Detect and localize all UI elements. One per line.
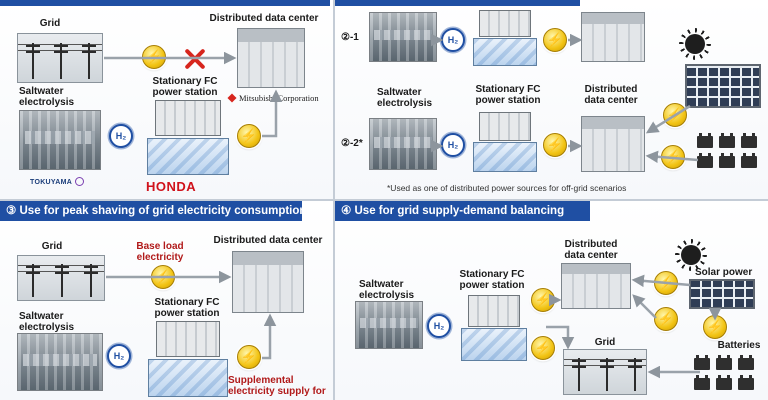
electricity-icon: ⚡ bbox=[543, 133, 567, 157]
base-load-label: Base load electricity bbox=[136, 241, 184, 263]
panel-2-header bbox=[335, 0, 580, 6]
tower bbox=[600, 358, 614, 391]
blocked-cross-icon bbox=[184, 48, 206, 70]
battery-icon bbox=[694, 375, 710, 390]
battery-icon bbox=[738, 375, 754, 390]
battery-icon bbox=[716, 355, 732, 370]
electricity-icon: ⚡ bbox=[654, 307, 678, 331]
grid-image bbox=[17, 33, 103, 83]
data-center-label: Distributed data center bbox=[213, 235, 323, 246]
electrolysis-image bbox=[369, 118, 437, 170]
panel-3: ③ Use for peak shaving of grid electrici… bbox=[0, 201, 333, 400]
battery-icon bbox=[697, 153, 713, 168]
step-2-1-label: ②-1 bbox=[341, 32, 359, 43]
electrolysis-label: Saltwater electrolysis bbox=[359, 279, 415, 301]
fc-station-label: Stationary FC power station bbox=[475, 84, 541, 106]
honda-logo: HONDA bbox=[146, 179, 197, 194]
tower bbox=[628, 358, 642, 391]
electrolysis-image bbox=[355, 301, 423, 349]
grid-label: Grid bbox=[39, 18, 61, 29]
electricity-icon: ⚡ bbox=[661, 145, 685, 169]
grid-label: Grid bbox=[594, 337, 616, 348]
fc-station-image bbox=[147, 100, 229, 175]
electricity-icon: ⚡ bbox=[237, 345, 261, 369]
batteries-image bbox=[692, 354, 758, 396]
electrolysis-label: Saltwater electrolysis bbox=[19, 86, 75, 108]
solar-panel-image bbox=[685, 64, 761, 108]
electrolysis-image bbox=[369, 12, 437, 62]
data-center-label: Distributed data center bbox=[564, 239, 618, 261]
battery-icon bbox=[697, 133, 713, 148]
battery-icon bbox=[738, 355, 754, 370]
electricity-icon: ⚡ bbox=[151, 265, 175, 289]
hydrogen-icon: H₂ bbox=[107, 344, 131, 368]
divider-vertical bbox=[333, 0, 335, 400]
electrolysis-label: Saltwater electrolysis bbox=[19, 311, 75, 333]
panel-3-header: ③ Use for peak shaving of grid electrici… bbox=[0, 201, 302, 221]
data-center-label: Distributed data center bbox=[584, 84, 638, 106]
tower bbox=[55, 264, 69, 297]
battery-icon bbox=[694, 355, 710, 370]
grid-label: Grid bbox=[41, 241, 63, 252]
fc-station-label: Stationary FC power station bbox=[152, 76, 218, 98]
fc-station-image bbox=[461, 295, 527, 361]
supplemental-label: Supplemental electricity supply for bbox=[228, 375, 326, 397]
fc-station-label: Stationary FC power station bbox=[154, 297, 220, 319]
data-center-image bbox=[237, 28, 305, 88]
panel-1: Grid ⚡ Distributed data center Mitsubish… bbox=[0, 0, 333, 199]
battery-icon bbox=[716, 375, 732, 390]
hydrogen-icon: H₂ bbox=[427, 314, 451, 338]
electricity-icon: ⚡ bbox=[237, 124, 261, 148]
tower bbox=[572, 358, 586, 391]
panel-1-header bbox=[0, 0, 330, 6]
panel-4: ④ Use for grid supply-demand balancing D… bbox=[335, 201, 768, 400]
tower bbox=[26, 43, 40, 79]
electricity-icon: ⚡ bbox=[543, 28, 567, 52]
panel-4-header: ④ Use for grid supply-demand balancing bbox=[335, 201, 590, 221]
hydrogen-icon: H₂ bbox=[441, 133, 465, 157]
tower bbox=[54, 43, 68, 79]
fc-station-image bbox=[473, 10, 537, 66]
electricity-icon: ⚡ bbox=[703, 315, 727, 339]
solar-panel-image bbox=[689, 279, 755, 309]
data-center-image bbox=[561, 263, 631, 309]
electricity-icon: ⚡ bbox=[142, 45, 166, 69]
tower bbox=[26, 264, 40, 297]
hydrogen-icon: H₂ bbox=[441, 28, 465, 52]
batteries-label: Batteries bbox=[717, 340, 761, 351]
solar-power-label: Solar power bbox=[695, 267, 753, 278]
fc-station-label: Stationary FC power station bbox=[459, 269, 525, 291]
battery-icon bbox=[741, 153, 757, 168]
mitsubishi-logo: Mitsubishi Corporation bbox=[227, 93, 319, 103]
electricity-icon: ⚡ bbox=[654, 271, 678, 295]
electrolysis-image bbox=[19, 110, 101, 170]
off-grid-footnote: *Used as one of distributed power source… bbox=[387, 183, 627, 193]
panel-2: ②-1 H₂ ⚡ Saltwater electrolysis Stationa… bbox=[335, 0, 768, 199]
hydrogen-icon: H₂ bbox=[109, 124, 133, 148]
step-2-2-label: ②-2* bbox=[341, 138, 363, 149]
tokuyama-logo: TOKUYAMA bbox=[30, 177, 85, 186]
divider-horizontal bbox=[0, 199, 768, 201]
electricity-icon: ⚡ bbox=[663, 103, 687, 127]
grid-image bbox=[17, 255, 105, 301]
data-center-label: Distributed data center bbox=[209, 13, 319, 24]
batteries-image bbox=[697, 132, 759, 182]
tower bbox=[82, 43, 96, 79]
fc-station-image bbox=[148, 321, 228, 397]
data-center-image bbox=[581, 116, 645, 172]
electricity-icon: ⚡ bbox=[531, 288, 555, 312]
sun-icon bbox=[685, 34, 705, 54]
electrolysis-image bbox=[17, 333, 103, 391]
electricity-icon: ⚡ bbox=[531, 336, 555, 360]
data-center-image bbox=[581, 12, 645, 62]
sun-icon bbox=[681, 245, 701, 265]
data-center-image bbox=[232, 251, 304, 313]
battery-icon bbox=[719, 133, 735, 148]
battery-icon bbox=[719, 153, 735, 168]
tower bbox=[84, 264, 98, 297]
fc-station-image bbox=[473, 112, 537, 172]
electrolysis-label: Saltwater electrolysis bbox=[377, 87, 433, 109]
grid-image bbox=[563, 349, 647, 395]
battery-icon bbox=[741, 133, 757, 148]
